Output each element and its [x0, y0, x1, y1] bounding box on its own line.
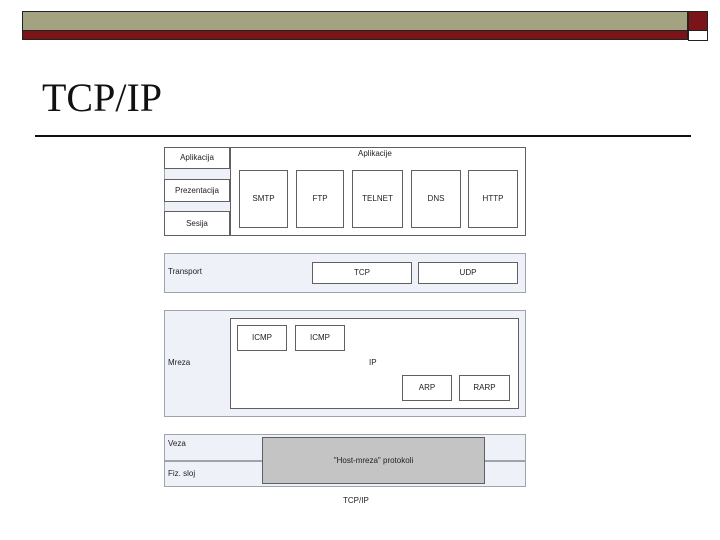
ip-label: IP: [369, 358, 377, 367]
osi-presentation-box: Prezentacija: [164, 179, 230, 202]
header-square-white: [688, 31, 708, 41]
protocol-box-icmp-2: ICMP: [295, 325, 345, 351]
protocol-udp-label: UDP: [459, 268, 477, 277]
osi-presentation-label: Prezentacija: [174, 185, 220, 195]
protocol-box-icmp-1: ICMP: [237, 325, 287, 351]
protocol-box-ftp: FTP: [296, 170, 344, 228]
header-bar-olive: [22, 11, 688, 31]
title-divider: [35, 135, 691, 137]
protocol-box-smtp: SMTP: [239, 170, 288, 228]
protocol-dns-label: DNS: [427, 194, 445, 203]
protocol-rarp-label: RARP: [473, 383, 496, 392]
osi-application-label: Aplikacija: [180, 153, 214, 162]
protocol-icmp-2-label: ICMP: [310, 333, 330, 342]
protocol-telnet-label: TELNET: [362, 194, 393, 203]
osi-application-box: Aplikacija: [164, 147, 230, 169]
application-group-label: Aplikacije: [358, 149, 392, 158]
protocol-box-arp: ARP: [402, 375, 452, 401]
protocol-smtp-label: SMTP: [252, 194, 275, 203]
header-square-red: [688, 11, 708, 31]
protocol-box-http: HTTP: [468, 170, 518, 228]
host-network-protocols-box: "Host-mreza" protokoli: [262, 437, 485, 484]
protocol-box-dns: DNS: [411, 170, 461, 228]
osi-session-box: Sesija: [164, 211, 230, 236]
protocol-box-telnet: TELNET: [352, 170, 403, 228]
protocol-arp-label: ARP: [418, 383, 436, 392]
protocol-box-tcp: TCP: [312, 262, 412, 284]
slide-title: TCP/IP: [42, 75, 163, 120]
protocol-ftp-label: FTP: [312, 194, 328, 203]
host-network-protocols-label: "Host-mreza" protokoli: [333, 455, 414, 465]
physical-layer-label: Fiz. sloj: [168, 469, 196, 478]
protocol-box-udp: UDP: [418, 262, 518, 284]
network-label: Mreza: [168, 358, 191, 367]
transport-label: Transport: [168, 267, 202, 276]
diagram-caption: TCP/IP: [343, 496, 369, 505]
header-bar-red: [22, 31, 688, 40]
protocol-icmp-1-label: ICMP: [252, 333, 272, 342]
protocol-tcp-label: TCP: [354, 268, 370, 277]
protocol-http-label: HTTP: [482, 194, 504, 203]
osi-session-label: Sesija: [186, 218, 208, 228]
link-layer-label: Veza: [168, 439, 186, 448]
protocol-box-rarp: RARP: [459, 375, 510, 401]
